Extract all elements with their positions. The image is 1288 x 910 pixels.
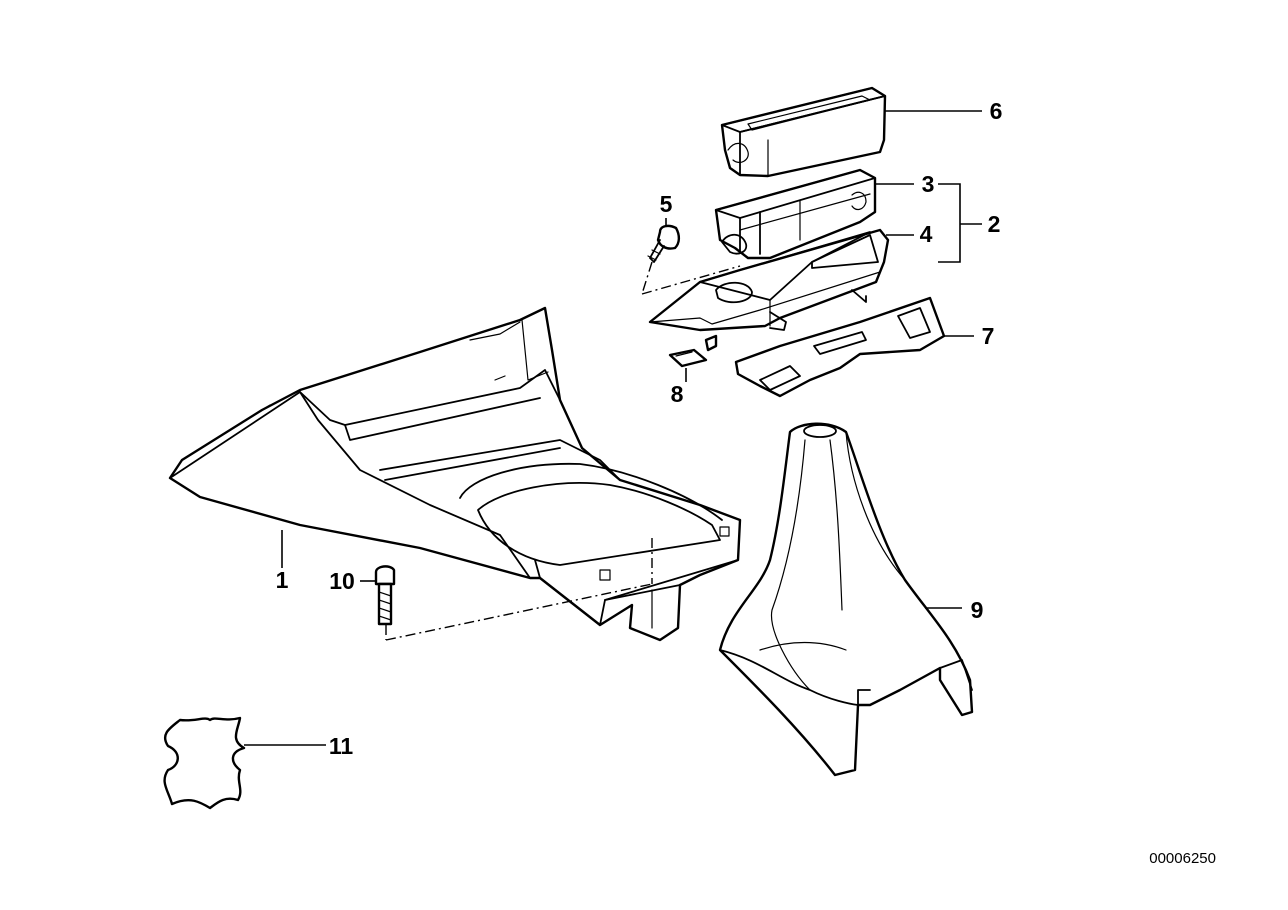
part-leather-symbol [163, 716, 246, 810]
leader-lines [244, 110, 982, 746]
callout-5: 5 [660, 191, 673, 217]
callout-7: 7 [982, 323, 995, 349]
part-storage-compartment [714, 168, 877, 260]
document-number: 00006250 [1149, 850, 1216, 867]
part-gear-boot [718, 422, 974, 777]
part-small-clip [668, 334, 718, 368]
callout-6: 6 [990, 98, 1003, 124]
part-center-console [168, 306, 742, 642]
part-compartment-base [648, 228, 890, 332]
callout-3: 3 [922, 171, 935, 197]
callout-4: 4 [920, 221, 933, 247]
part-screw [374, 565, 396, 626]
part-clip [647, 224, 681, 263]
callout-11: 11 [329, 733, 354, 759]
callout-2: 2 [988, 211, 1001, 237]
callout-9: 9 [971, 597, 984, 623]
part-tray-cover [720, 86, 887, 178]
assembly-lines [385, 261, 741, 641]
callout-8: 8 [671, 381, 684, 407]
callout-10: 10 [329, 568, 355, 594]
callout-labels: 1 2 3 4 5 6 7 8 9 10 11 [276, 98, 1003, 759]
part-trim-plate [734, 296, 946, 398]
callout-1: 1 [276, 567, 289, 593]
